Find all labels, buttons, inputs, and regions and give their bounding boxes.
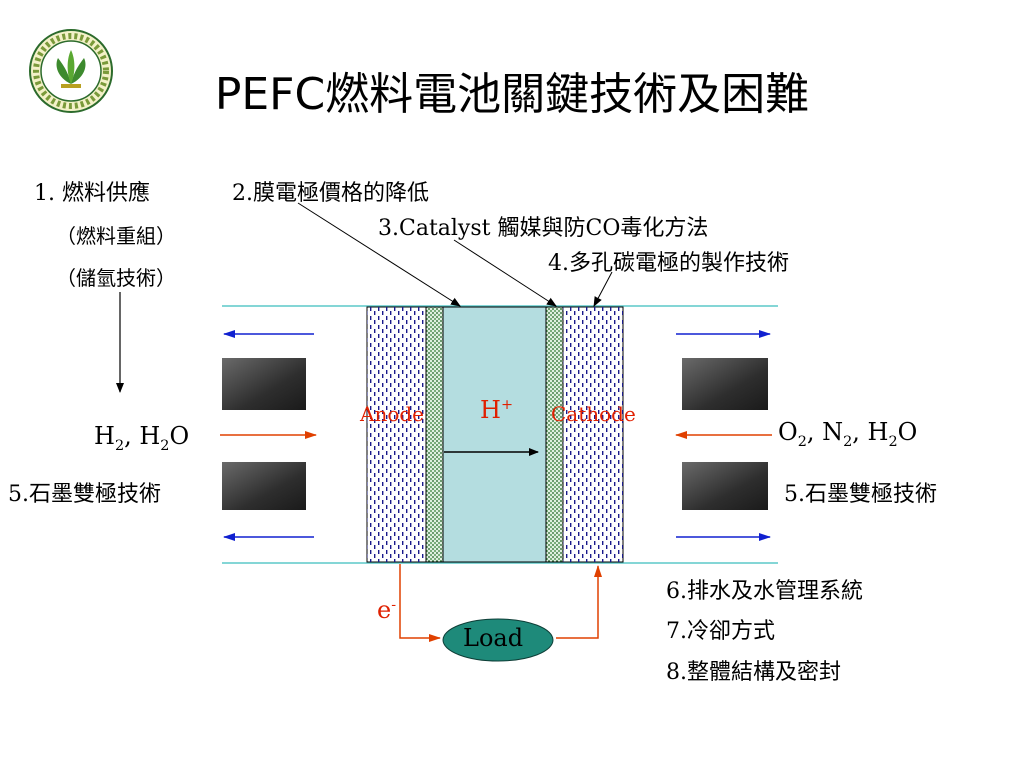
electron-wire-cathode xyxy=(556,565,602,639)
label-cathode-gas: O2, N2, H2O xyxy=(778,418,918,450)
cathode-plate-bottom xyxy=(682,462,768,510)
university-logo xyxy=(29,29,113,113)
label-graphite-bipolar-left: 5.石墨雙極技術 xyxy=(8,482,161,507)
load-ellipse xyxy=(442,618,554,662)
cathode-plate-top xyxy=(682,358,768,410)
porous-carbon-pointer xyxy=(593,271,613,307)
slide-title: PEFC燃料電池關鍵技術及困難 xyxy=(214,69,810,120)
anode-plate-bottom xyxy=(222,462,306,510)
anode-label: Anode xyxy=(360,402,425,426)
label-catalyst: 3.Catalyst 觸媒與防CO毒化方法 xyxy=(378,216,709,241)
proton-label: H+ xyxy=(480,396,513,424)
label-graphite-bipolar-right: 5.石墨雙極技術 xyxy=(784,482,937,507)
cathode-label: Cathode xyxy=(551,402,636,426)
load-label: Load xyxy=(463,624,524,652)
label-porous-carbon: 4.多孔碳電極的製作技術 xyxy=(548,251,789,276)
label-anode-gas: H2, H2O xyxy=(94,422,190,454)
anode-catalyst-layer xyxy=(425,306,444,563)
membrane xyxy=(442,306,547,563)
label-sealing: 8.整體結構及密封 xyxy=(666,660,841,685)
label-fuel-supply: 1. 燃料供應 xyxy=(34,181,150,206)
electron-wire-anode xyxy=(399,564,441,642)
label-fuel-reforming: （燃料重組） xyxy=(56,224,176,248)
label-hydrogen-storage: （儲氫技術） xyxy=(56,266,176,290)
catalyst-pointer xyxy=(453,239,557,307)
electron-label: e- xyxy=(377,596,397,624)
mea-cost-pointer xyxy=(297,202,461,307)
label-water-management: 6.排水及水管理系統 xyxy=(666,579,863,604)
cathode-catalyst-layer xyxy=(545,306,564,563)
label-cooling: 7.冷卻方式 xyxy=(666,619,775,644)
label-mea-cost: 2.膜電極價格的降低 xyxy=(232,181,429,206)
anode-plate-top xyxy=(222,358,306,410)
